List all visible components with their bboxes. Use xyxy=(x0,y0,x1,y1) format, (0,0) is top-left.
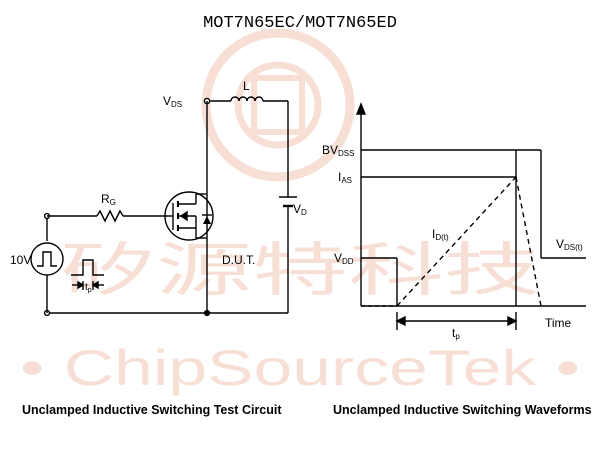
tp-arrow-right-head xyxy=(91,280,99,290)
circuit-labels: VDS L RG VD D.U.T. 10V tp xyxy=(10,79,307,294)
tp-arrow-left-head xyxy=(77,280,85,290)
watermark-logo xyxy=(201,28,355,182)
pulse-source-waveform xyxy=(37,251,57,267)
mosfet-body xyxy=(164,191,214,241)
inductor-label: L xyxy=(243,79,250,93)
ground-junction xyxy=(203,309,211,317)
mosfet-arrow xyxy=(179,210,188,222)
vds-node-label: VDS xyxy=(163,94,182,109)
gate-resistor-symbol xyxy=(96,209,124,223)
tp-circuit-label: tp xyxy=(85,282,92,294)
tp-pulse-shape xyxy=(71,259,104,276)
waveform-caption: Unclamped Inductive Switching Waveforms xyxy=(333,403,592,417)
waveform-labels: BVDSS IAS VDD ID(t) VDS(t) Time tp xyxy=(322,143,583,341)
watermark-chinese: 矽源特科技 xyxy=(60,238,540,303)
id-current-label: ID(t) xyxy=(432,227,449,242)
dut-label: D.U.T. xyxy=(222,253,255,267)
tp-waveform-label: tp xyxy=(452,326,460,341)
inductor-symbol xyxy=(230,96,264,102)
pulse-source-label: 10V xyxy=(10,253,31,267)
y-axis-arrow xyxy=(355,102,367,115)
tp-dim-arrow-left xyxy=(395,315,406,327)
circuit-caption: Unclamped Inductive Switching Test Circu… xyxy=(22,403,282,417)
pulse-source-circle xyxy=(30,242,64,276)
waveform-plot xyxy=(355,102,586,330)
watermark: 矽源特科技 • ChipSourceTek • xyxy=(20,28,580,396)
test-circuit xyxy=(30,96,297,317)
vds-waveform-label: VDS(t) xyxy=(556,237,583,252)
part-number-title: MOT7N65EC/MOT7N65ED xyxy=(203,14,397,33)
time-axis-label: Time xyxy=(545,316,572,330)
body-diode-triangle xyxy=(203,216,211,224)
id-ramp-dashed xyxy=(396,176,517,307)
id-fall-dashed xyxy=(515,176,542,307)
bvdss-label: BVDSS xyxy=(322,143,354,158)
tp-dim-arrow-right xyxy=(507,315,518,327)
watermark-english: • ChipSourceTek • xyxy=(20,340,580,396)
gate-resistor-label: RG xyxy=(101,192,116,207)
vd-supply-label: VD xyxy=(293,202,307,217)
ias-label: IAS xyxy=(338,170,352,185)
vdd-label: VDD xyxy=(334,251,354,266)
